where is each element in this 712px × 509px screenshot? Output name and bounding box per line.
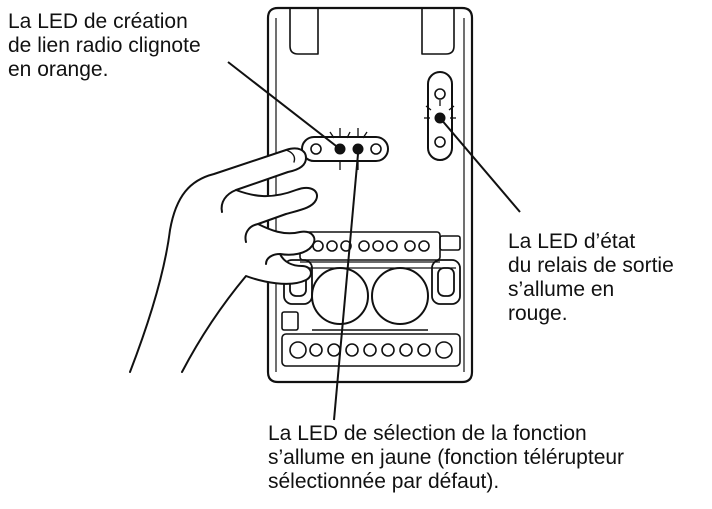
device-housing: [266, 6, 474, 384]
output-relay-led-callout: La LED d’état du relais de sortie s’allu…: [508, 230, 674, 325]
hand-illustration: [129, 147, 318, 373]
leader-line-output-relay: [439, 117, 521, 213]
cable-entries: [311, 267, 429, 331]
function-select-led-callout: La LED de sélection de la fonction s’all…: [268, 422, 625, 493]
led-glow-rays: [424, 100, 456, 119]
function-select-led: [352, 143, 364, 155]
radio-link-led-callout: La LED de création de lien radio clignot…: [8, 10, 201, 81]
leader-lines: [227, 61, 521, 421]
leader-line-radio-link: [227, 61, 341, 150]
bottom-terminals: [281, 311, 461, 367]
terminal-block: [286, 231, 461, 269]
function-led-bar: [301, 128, 389, 170]
output-relay-led-slot: [424, 71, 456, 161]
leader-line-function-select: [333, 153, 359, 421]
led-glow-rays: [329, 128, 368, 170]
